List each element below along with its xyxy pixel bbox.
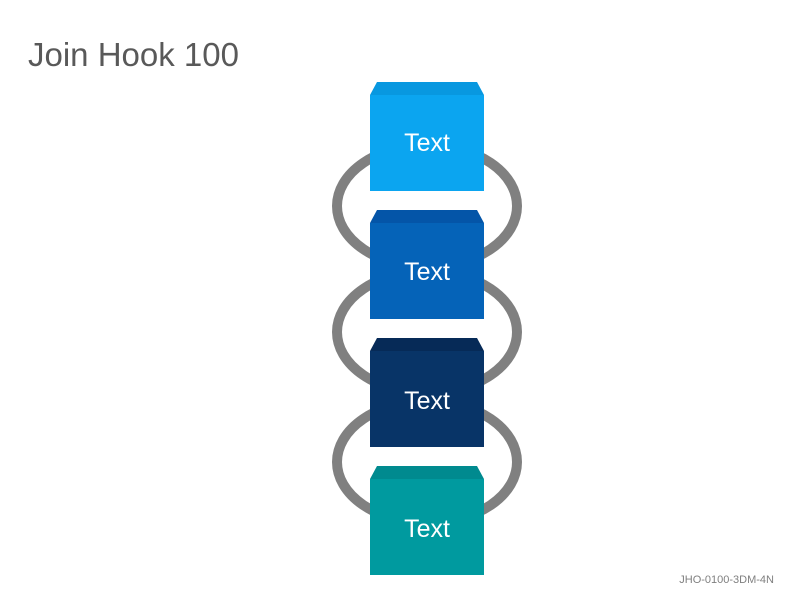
footer-code: JHO-0100-3DM-4N bbox=[679, 574, 774, 586]
block-1-top bbox=[370, 82, 484, 95]
block-1-face bbox=[370, 95, 484, 191]
block-3-label: Text bbox=[404, 387, 450, 415]
slide-title: Join Hook 100 bbox=[28, 36, 239, 73]
block-3[interactable]: Text bbox=[370, 338, 484, 447]
block-4[interactable]: Text bbox=[370, 466, 484, 575]
block-4-top bbox=[370, 466, 484, 479]
block-3-face bbox=[370, 351, 484, 447]
block-1-label: Text bbox=[404, 129, 450, 157]
block-2-label: Text bbox=[404, 258, 450, 286]
block-1[interactable]: Text bbox=[370, 82, 484, 191]
block-2-face bbox=[370, 223, 484, 319]
block-2-top bbox=[370, 210, 484, 223]
block-3-top bbox=[370, 338, 484, 351]
block-2[interactable]: Text bbox=[370, 210, 484, 319]
block-4-label: Text bbox=[404, 515, 450, 543]
block-4-face bbox=[370, 479, 484, 575]
